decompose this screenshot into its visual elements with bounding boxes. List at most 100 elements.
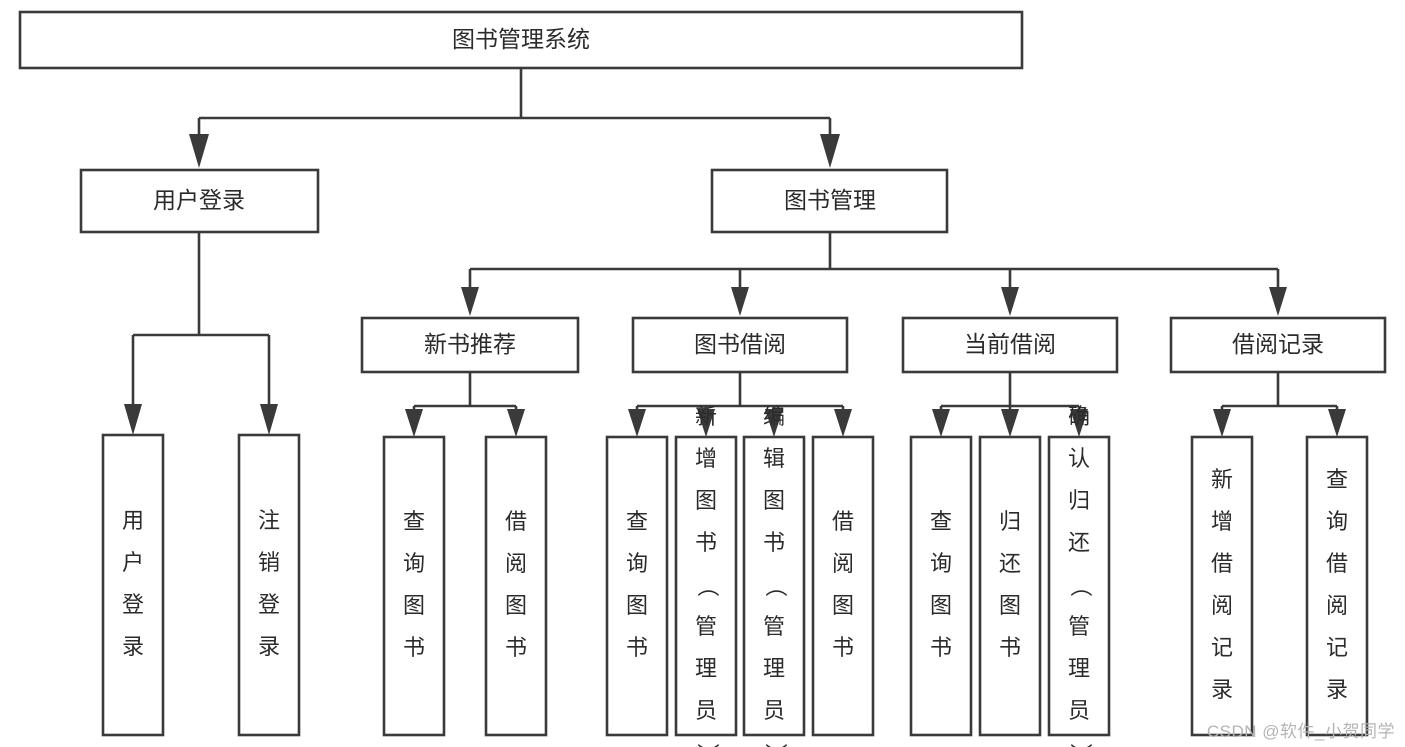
svg-text:登: 登: [122, 592, 144, 617]
arrow-head-current-borrow: [1001, 287, 1019, 316]
node-borrow-record-box[interactable]: [1169, 316, 1387, 374]
svg-text:借: 借: [1211, 551, 1233, 576]
svg-text:）: ）: [1068, 743, 1093, 747]
svg-text:管: 管: [763, 614, 785, 639]
svg-text:管: 管: [695, 614, 717, 639]
node-leaf-user-login[interactable]: 用户登录: [101, 433, 165, 737]
svg-text:）: ）: [763, 743, 788, 747]
node-user-login-label: 用户登录: [153, 187, 245, 213]
node-book-borrow[interactable]: 图书借阅: [631, 316, 849, 374]
node-root[interactable]: 图书管理系统: [18, 10, 1024, 70]
svg-text:录: 录: [1326, 677, 1348, 702]
node-leaf-query-record-box[interactable]: [1305, 435, 1369, 737]
svg-text:员: 员: [695, 698, 717, 723]
svg-text:还: 还: [999, 551, 1021, 576]
svg-text:户: 户: [122, 550, 144, 575]
svg-text:理: 理: [1068, 656, 1090, 681]
node-leaf-edit-book-box[interactable]: [742, 435, 806, 737]
node-leaf-user-login-box[interactable]: [101, 433, 165, 737]
node-user-login-box[interactable]: [79, 168, 320, 234]
node-borrow-record[interactable]: 借阅记录: [1169, 316, 1387, 374]
svg-text:增: 增: [1211, 509, 1233, 534]
svg-text:询: 询: [626, 551, 648, 576]
arrow-head-leaf-user-logout: [260, 404, 278, 435]
svg-text:员: 员: [1068, 698, 1090, 723]
node-root-box[interactable]: [18, 10, 1024, 70]
svg-text:书: 书: [403, 635, 425, 660]
svg-text:记: 记: [1211, 635, 1233, 660]
node-root-label: 图书管理系统: [452, 26, 590, 52]
node-leaf-borrow-book-2-box[interactable]: [811, 435, 875, 737]
node-book-borrow-label: 图书借阅: [694, 331, 786, 357]
arrow-head-borrow-record: [1269, 287, 1287, 316]
arrow-head-nb-leaf-1: [507, 409, 525, 437]
svg-text:）: ）: [695, 743, 720, 747]
node-leaf-query-book-2-box[interactable]: [605, 435, 669, 737]
node-leaf-return-book-box[interactable]: [978, 435, 1042, 737]
svg-text:书: 书: [930, 635, 952, 660]
node-leaf-user-logout-box[interactable]: [237, 433, 301, 737]
svg-text:理: 理: [695, 656, 717, 681]
arrow-head-bb-leaf-3: [834, 409, 852, 437]
svg-text:阅: 阅: [1326, 593, 1348, 618]
node-new-book-recommend[interactable]: 新书推荐: [360, 316, 580, 374]
svg-text:查: 查: [930, 509, 952, 534]
node-leaf-borrow-book-1-box[interactable]: [484, 435, 548, 737]
svg-text:录: 录: [1211, 677, 1233, 702]
svg-text:图: 图: [403, 593, 425, 618]
arrow-head-book-manage: [820, 134, 840, 168]
arrow-head-cb-leaf-0: [932, 409, 950, 437]
node-current-borrow[interactable]: 当前借阅: [901, 316, 1119, 374]
svg-text:录: 录: [122, 634, 144, 659]
node-book-manage[interactable]: 图书管理: [710, 168, 949, 234]
arrow-head-leaf-user-login: [124, 404, 142, 435]
node-current-borrow-box[interactable]: [901, 316, 1119, 374]
node-book-borrow-box[interactable]: [631, 316, 849, 374]
svg-text:管: 管: [1068, 614, 1090, 639]
node-new-book-recommend-box[interactable]: [360, 316, 580, 374]
node-leaf-user-login-label: 用户登录: [122, 508, 144, 659]
svg-text:阅: 阅: [832, 551, 854, 576]
arrow-head-br-leaf-1: [1328, 409, 1346, 437]
svg-text:书: 书: [763, 530, 785, 555]
svg-text:查: 查: [403, 509, 425, 534]
svg-text:（: （: [1068, 575, 1093, 597]
svg-text:图: 图: [763, 488, 785, 513]
svg-text:理: 理: [763, 656, 785, 681]
node-user-login[interactable]: 用户登录: [79, 168, 320, 234]
node-leaf-add-record-box[interactable]: [1190, 435, 1254, 737]
arrow-head-new-book-recommend: [461, 287, 479, 316]
svg-text:归: 归: [1068, 488, 1090, 513]
svg-text:图: 图: [999, 593, 1021, 618]
node-book-manage-box[interactable]: [710, 168, 949, 234]
node-book-manage-label: 图书管理: [784, 187, 876, 213]
svg-text:书: 书: [999, 635, 1021, 660]
svg-text:员: 员: [763, 698, 785, 723]
node-leaf-confirm-return-box[interactable]: [1047, 435, 1111, 737]
svg-text:图: 图: [626, 593, 648, 618]
node-leaf-add-book-box[interactable]: [674, 435, 738, 737]
svg-text:（: （: [763, 575, 788, 597]
node-leaf-query-book-1-box[interactable]: [382, 435, 446, 737]
node-leaf-query-book-3-box[interactable]: [909, 435, 973, 737]
